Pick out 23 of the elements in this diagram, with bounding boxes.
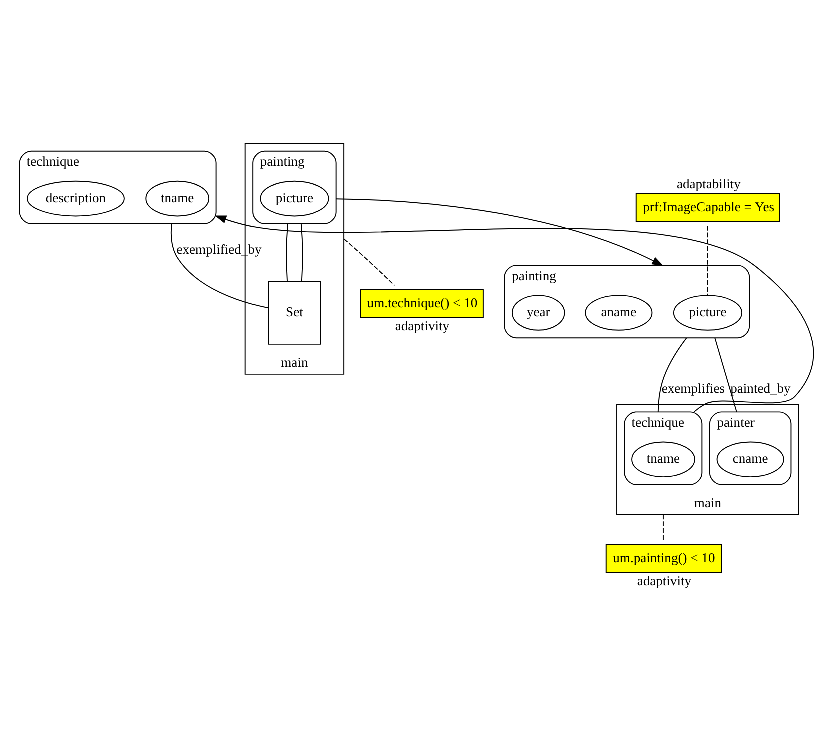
node-label: adaptivity	[395, 318, 450, 334]
node-ellipse: description	[27, 180, 125, 217]
connector	[300, 223, 304, 282]
node-label: adaptivity	[637, 574, 692, 589]
node-ellipse: cname	[716, 442, 784, 478]
connector	[714, 338, 738, 413]
node-ellipse: tname	[632, 442, 696, 478]
connector	[344, 238, 396, 286]
arrow	[336, 198, 664, 266]
arrow	[214, 216, 814, 413]
node-ellipse: aname	[585, 295, 653, 331]
connector	[658, 338, 688, 413]
connector	[662, 514, 664, 542]
edge-label: exemplifies	[662, 381, 726, 396]
node-ellipse: picture	[673, 295, 743, 331]
node-box: Set	[268, 281, 322, 345]
node-ellipse: year	[512, 295, 566, 331]
edge-label: painted_by	[730, 381, 791, 396]
node-label: adaptability	[677, 176, 741, 192]
connector	[286, 223, 288, 282]
node-ellipse: picture	[260, 180, 330, 217]
node-ellipse: tname	[146, 180, 210, 217]
connector	[170, 223, 269, 309]
